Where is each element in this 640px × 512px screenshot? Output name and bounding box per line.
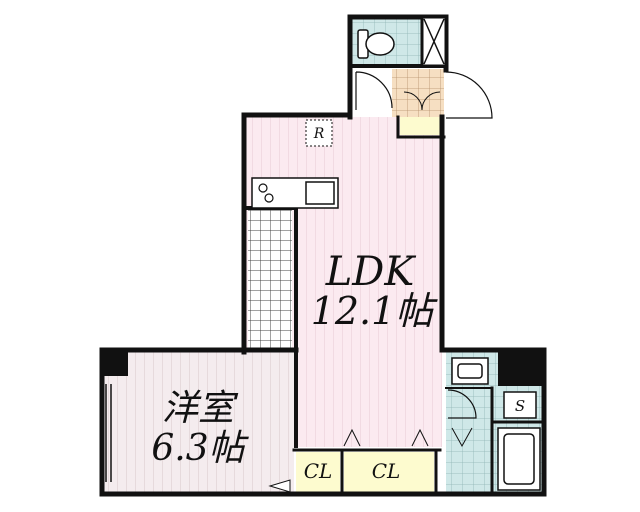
closet-right-fill xyxy=(344,452,434,492)
pipe-space-cross xyxy=(423,18,445,65)
pillar-washroom xyxy=(498,350,544,386)
entrance-step xyxy=(400,117,442,135)
washbasin-icon xyxy=(451,357,489,385)
closet-door-marks xyxy=(343,428,429,447)
bathtub-icon xyxy=(497,427,541,491)
toilet-icon xyxy=(357,29,395,59)
western-window xyxy=(105,384,112,482)
entrance-floor xyxy=(392,69,444,117)
refrigerator-mark: R xyxy=(313,126,325,142)
entrance-door-swing xyxy=(445,71,493,119)
refrigerator-space xyxy=(305,119,333,147)
balcony-grid xyxy=(248,210,292,350)
ldk-size: 12.1帖 xyxy=(311,289,439,333)
kitchen-counter xyxy=(251,177,339,209)
closet-right-label: CL xyxy=(372,459,401,483)
shoe-box xyxy=(503,391,537,419)
closet-left-fill xyxy=(296,452,340,492)
western-door-mark xyxy=(268,479,291,493)
shoe-box-mark: S xyxy=(515,397,525,415)
washroom-door-swing xyxy=(447,389,477,419)
western-room-floor xyxy=(104,352,294,492)
toilet-door-swing xyxy=(355,71,393,110)
inner-door-swing xyxy=(403,91,441,111)
toilet-door-area xyxy=(352,69,392,115)
ldk-name: LDK xyxy=(325,249,417,295)
bath-door-swing xyxy=(451,427,473,448)
closet-left-label: CL xyxy=(304,459,333,483)
pillar-western xyxy=(102,350,128,376)
western-room-size: 6.3帖 xyxy=(151,428,249,469)
stove-icon xyxy=(258,183,274,203)
western-room-name: 洋室 xyxy=(162,388,239,429)
